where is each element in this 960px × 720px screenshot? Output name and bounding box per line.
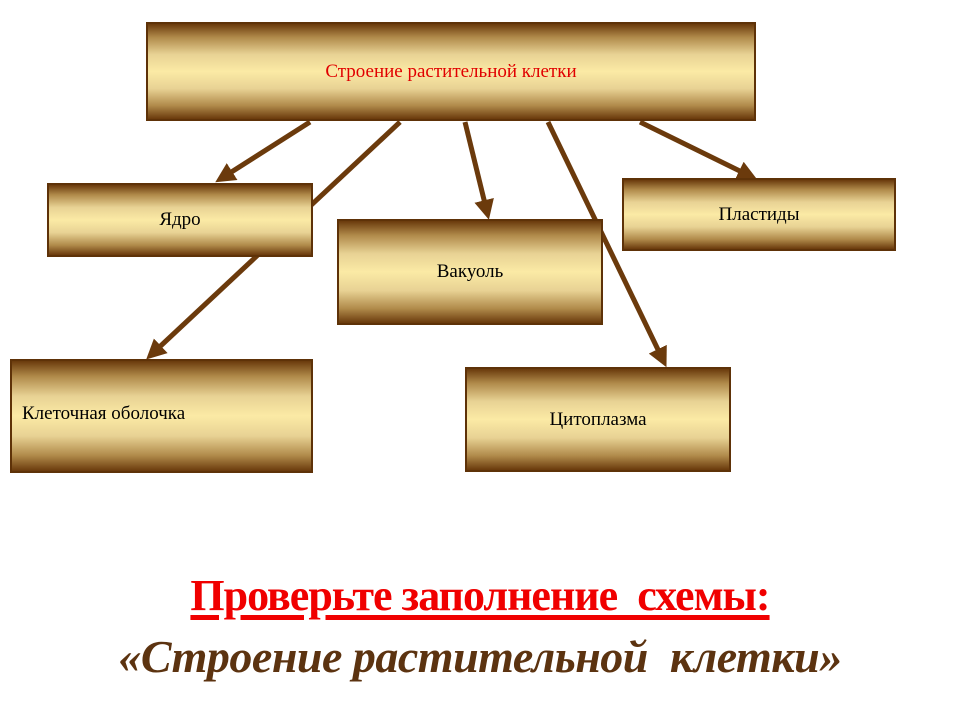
node-kletochnaya-obolochka: Клеточная оболочка (10, 359, 313, 473)
node-vakuol: Вакуоль (337, 219, 603, 325)
arrow-to-vakuol (462, 121, 494, 220)
node-plastidy: Пластиды (622, 178, 896, 251)
node-citoplazma: Цитоплазма (465, 367, 731, 472)
arrow-to-plastidy (638, 119, 758, 180)
node-label: Пластиды (718, 203, 800, 225)
arrow-to-citoplazma (545, 120, 667, 368)
root-box: Строение растительной клетки (146, 22, 756, 121)
node-yadro: Ядро (47, 183, 313, 257)
arrow-to-yadro (215, 119, 312, 183)
instruction-title: Проверьте заполнение схемы: (190, 571, 770, 620)
scheme-subtitle: «Строение растительной клетки» (118, 631, 842, 682)
node-label: Клеточная оболочка (22, 403, 186, 424)
node-label: Ядро (159, 209, 201, 230)
node-label: Цитоплазма (549, 408, 647, 430)
node-label: Вакуоль (436, 261, 504, 282)
root-label: Строение растительной клетки (325, 60, 577, 82)
